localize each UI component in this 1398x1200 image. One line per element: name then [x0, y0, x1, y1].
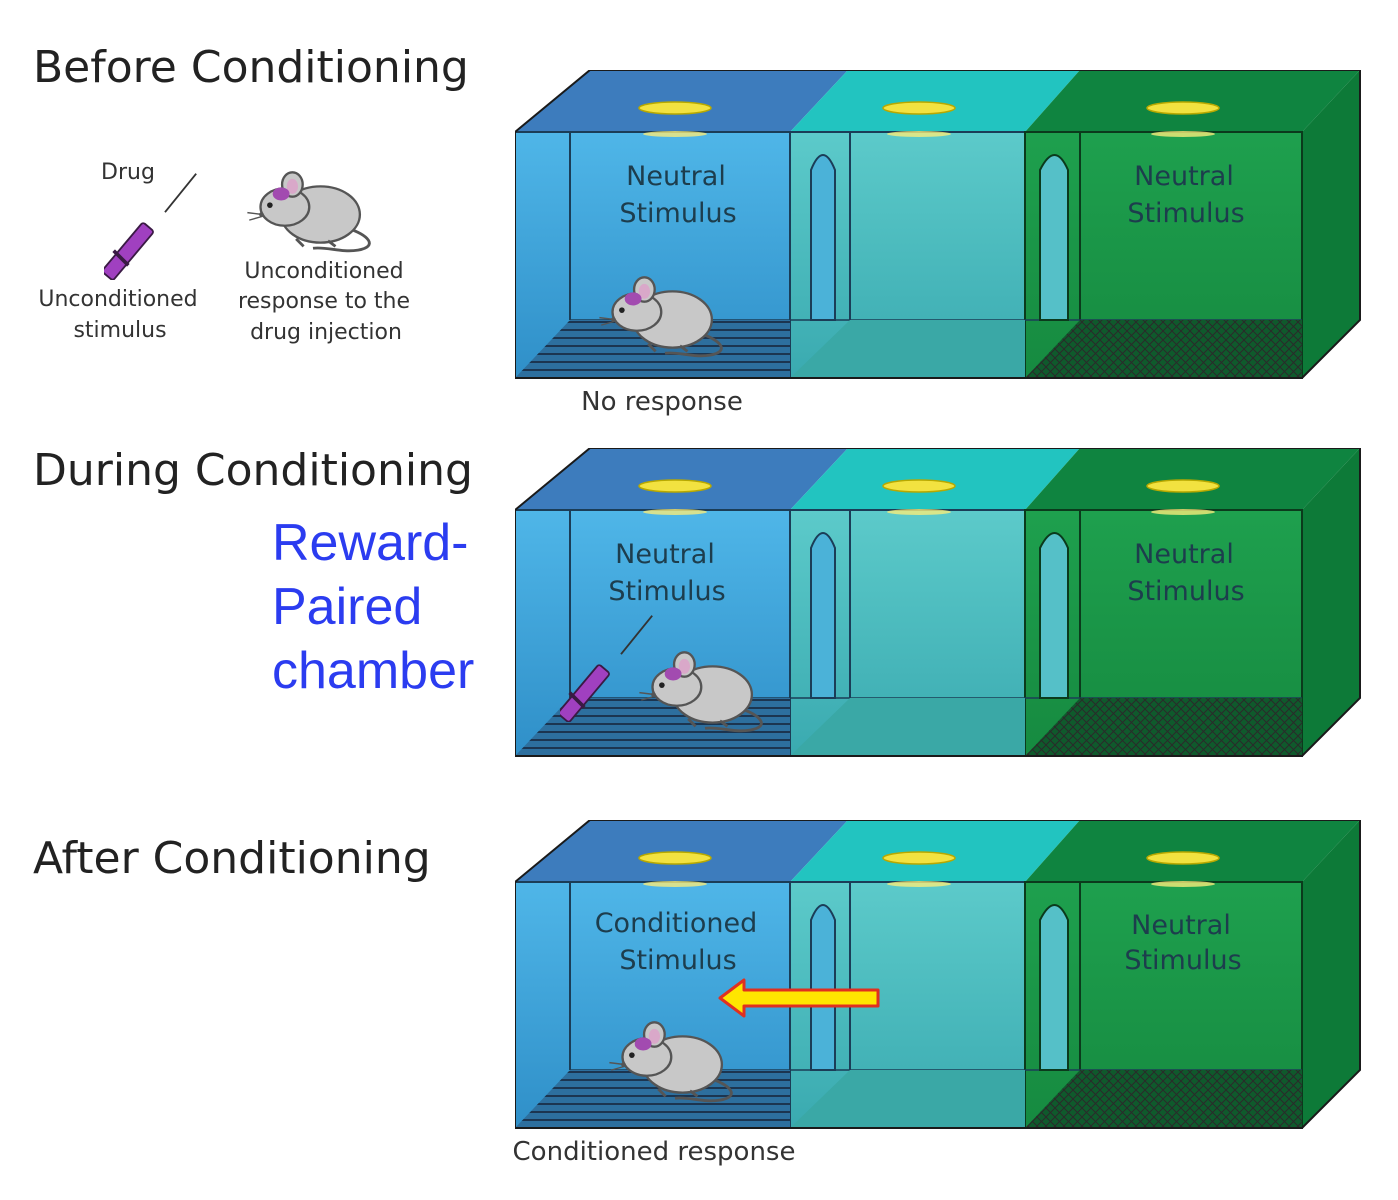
section-after-conditioning: After Conditioning Conditioned Stimulus …: [33, 820, 1361, 1167]
reward-label-line3: chamber: [272, 642, 474, 700]
syringe-icon: [104, 171, 199, 280]
us-label-line1: Unconditioned: [38, 287, 197, 312]
ur-label-line3: drug injection: [250, 320, 402, 345]
chamber-label-right-line1: Neutral: [1131, 910, 1231, 941]
chamber-label-right-line2: Stimulus: [1127, 198, 1244, 229]
section-before-conditioning: Before Conditioning Neutral Stimulus Neu…: [33, 42, 1361, 417]
chamber-label-left-line1: Conditioned: [595, 908, 758, 939]
response-label: No response: [581, 387, 743, 417]
section-title: After Conditioning: [33, 833, 431, 884]
section-during-conditioning: During Conditioning Neutral Stimulus Neu…: [33, 445, 1361, 757]
mouse-icon: [245, 170, 371, 253]
arrow-icon: [718, 978, 880, 1018]
section-title: Before Conditioning: [33, 42, 469, 93]
drug-label: Drug: [101, 160, 155, 185]
chamber-label-left-line2: Stimulus: [619, 198, 736, 229]
reward-label-line1: Reward-: [272, 514, 469, 572]
chamber-label-right-line2: Stimulus: [1124, 945, 1241, 976]
response-label: Conditioned response: [513, 1137, 796, 1167]
chamber-label-left-line2: Stimulus: [619, 945, 736, 976]
chamber-label-right-line1: Neutral: [1134, 161, 1234, 192]
us-label-line2: stimulus: [73, 318, 166, 343]
chamber-label-right-line2: Stimulus: [1127, 576, 1244, 607]
section-title: During Conditioning: [33, 445, 473, 496]
chamber-label-left-line1: Neutral: [626, 161, 726, 192]
chamber-label-left-line1: Neutral: [615, 539, 715, 570]
reward-label-line2: Paired: [272, 578, 422, 636]
ur-label-line2: response to the: [238, 289, 410, 314]
ur-label-line1: Unconditioned: [244, 259, 403, 284]
chamber-label-left-line2: Stimulus: [608, 576, 725, 607]
chamber-label-right-line1: Neutral: [1134, 539, 1234, 570]
